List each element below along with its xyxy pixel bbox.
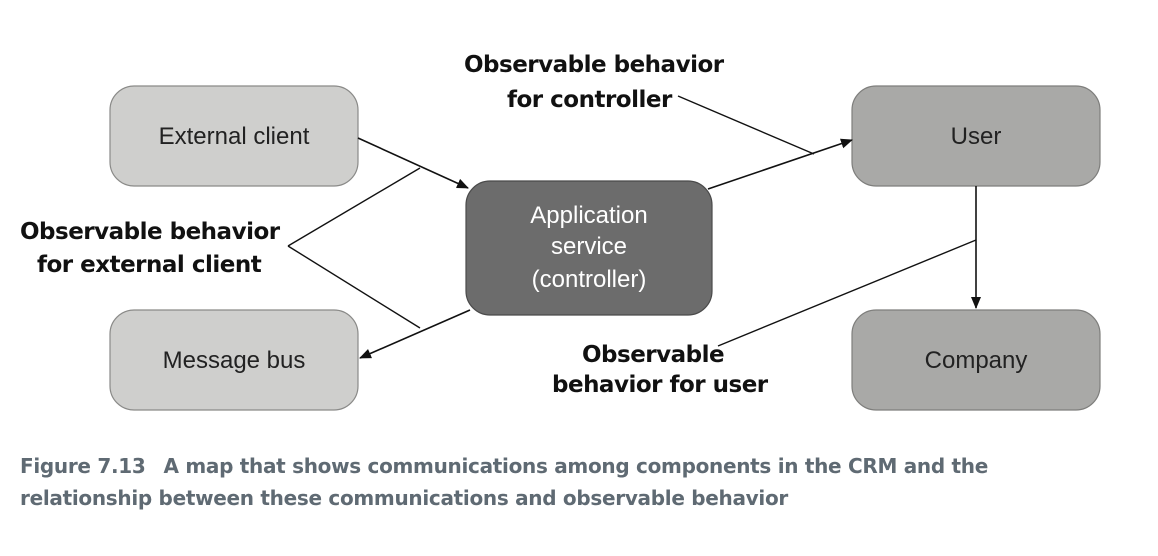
- node-external-client: External client: [109, 85, 359, 187]
- annotation-controller-line1: Observable behavior: [464, 52, 725, 78]
- annotation-user-line2: behavior for user: [552, 372, 769, 398]
- arrow-app-to-message-bus: [359, 309, 471, 359]
- figure-caption-text-1: A map that shows communications among co…: [163, 454, 989, 478]
- node-company: Company: [851, 309, 1101, 411]
- node-application-service-label-2: service: [551, 233, 627, 260]
- annotation-controller-line2: for controller: [507, 87, 673, 113]
- leader-external-client-upper: [287, 167, 421, 247]
- figure-number: Figure 7.13: [20, 454, 146, 478]
- node-application-service: Application service (controller): [465, 180, 713, 316]
- node-message-bus-label: Message bus: [163, 347, 306, 374]
- node-application-service-label-1: Application: [530, 202, 647, 229]
- node-message-bus: Message bus: [109, 309, 359, 411]
- leader-external-client-lower: [287, 245, 421, 329]
- node-company-label: Company: [925, 347, 1028, 374]
- node-user: User: [851, 85, 1101, 187]
- node-external-client-label: External client: [159, 123, 310, 150]
- figure-caption-line1: Figure 7.13 A map that shows communicatio…: [20, 450, 1140, 482]
- arrow-external-client-to-app: [357, 137, 469, 189]
- arrow-app-to-user: [707, 138, 853, 190]
- annotation-external-client-line1: Observable behavior: [20, 219, 281, 245]
- annotation-user-line1: Observable: [582, 342, 724, 368]
- figure-caption-line2: relationship between these communication…: [20, 486, 788, 510]
- node-application-service-label-3: (controller): [532, 266, 647, 293]
- figure-caption: Figure 7.13 A map that shows communicatio…: [20, 450, 1140, 514]
- node-user-label: User: [951, 123, 1002, 150]
- leader-user: [717, 239, 977, 347]
- leader-controller: [677, 95, 815, 155]
- annotation-external-client-line2: for external client: [37, 252, 262, 278]
